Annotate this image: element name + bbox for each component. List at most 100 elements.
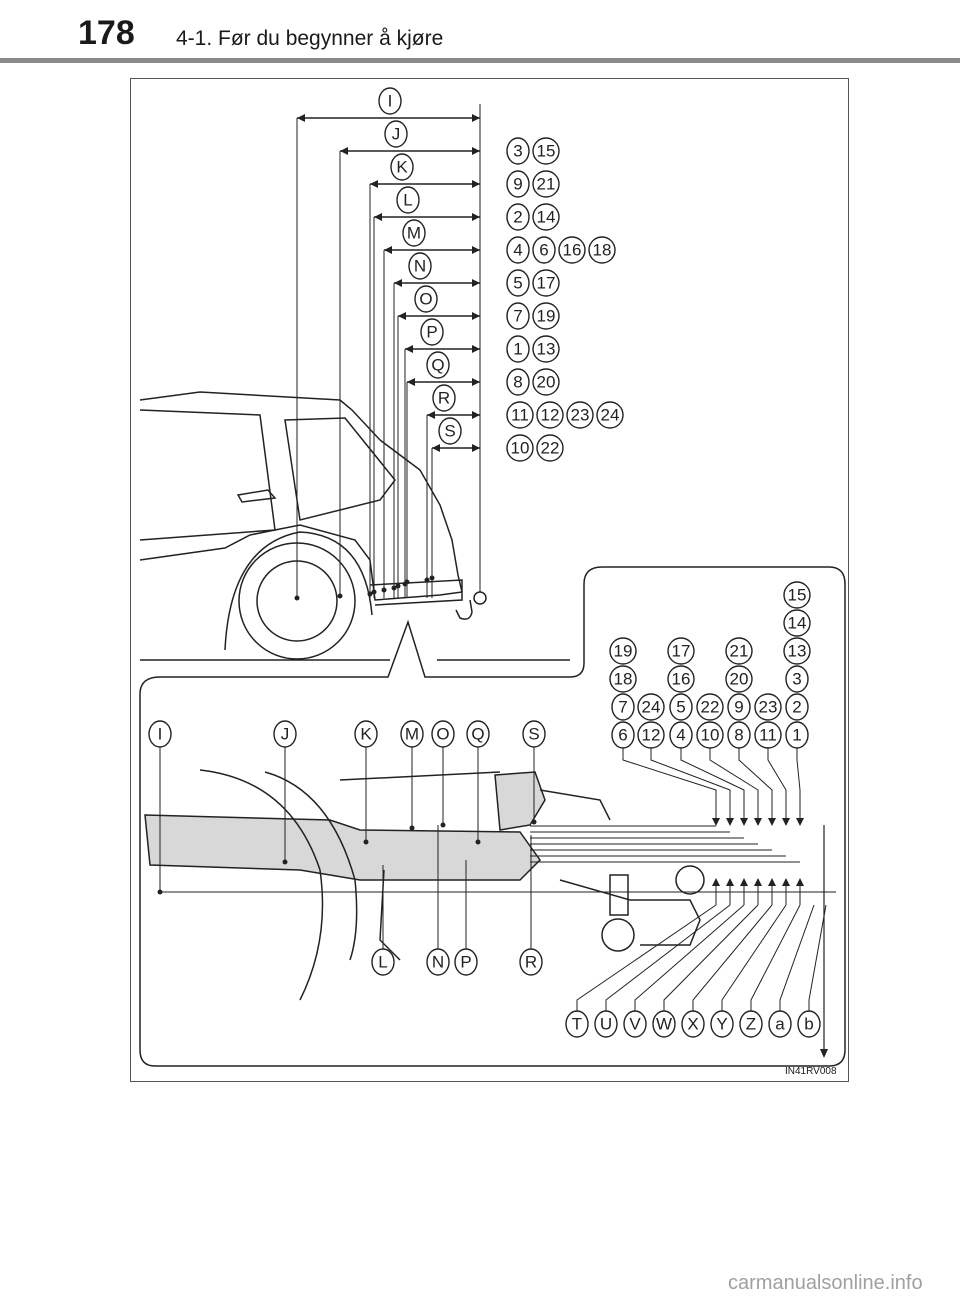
tow-hook [455,599,473,620]
number-label-1-text: 1 [792,726,801,745]
number-label-12: 12 [637,721,665,749]
column-arrow-5 [782,818,790,826]
upper-number-20-text: 20 [537,373,556,392]
detail-bubble [139,566,846,1067]
number-label-20-text: 20 [730,670,749,689]
bottom-label-U: U [594,1010,618,1038]
bottom-leader-T [576,904,717,1011]
number-label-5-text: 5 [676,698,685,717]
upper-number-7-text: 7 [513,307,522,326]
body-panel [339,771,611,821]
upper-number-22: 22 [536,434,564,462]
page-number: 178 [78,14,135,52]
number-label-23: 23 [754,693,782,721]
upper-number-13: 13 [532,335,560,363]
upper-number-16: 16 [558,236,586,264]
trailer-socket [601,918,635,952]
ground-arrow-1 [726,878,734,886]
upper-number-10: 10 [506,434,534,462]
detail-top-label-Q-text: Q [471,725,484,744]
upper-label-L-text: L [403,191,412,210]
reference-dot-J [337,593,343,599]
upper-label-M-text: M [407,224,421,243]
upper-number-4-text: 4 [513,241,522,260]
upper-number-22-text: 22 [541,439,560,458]
detail-dot-M [409,825,415,831]
bottom-leader-a [779,904,815,1011]
upper-number-21: 21 [532,170,560,198]
bottom-leader-X [692,904,773,1011]
reference-dot-K [367,591,373,597]
reference-dot-S [429,575,435,581]
dimension-arrows-P [405,345,480,353]
number-label-17: 17 [667,637,695,665]
number-label-10: 10 [696,721,724,749]
upper-number-20: 20 [532,368,560,396]
number-label-19: 19 [609,637,637,665]
bottom-label-X-text: X [687,1015,698,1034]
number-label-6-text: 6 [618,726,627,745]
number-label-2-text: 2 [792,698,801,717]
number-label-3-text: 3 [792,670,801,689]
upper-number-8-text: 8 [513,373,522,392]
bottom-label-X: X [681,1010,705,1038]
upper-number-3-text: 3 [513,142,522,161]
ground-arrow-6 [796,878,804,886]
ground-arrow-2 [740,878,748,886]
upper-number-23: 23 [566,401,594,429]
ground-arrow-0 [712,878,720,886]
bottom-label-T: T [565,1010,589,1038]
upper-label-N-text: N [414,257,426,276]
number-label-11: 11 [754,721,782,749]
upper-number-6: 6 [532,236,556,264]
upper-number-18: 18 [588,236,616,264]
upper-label-R-text: R [438,389,450,408]
bottom-leader-b [808,904,827,1011]
column-arrow-3 [754,818,762,826]
upper-number-14-text: 14 [537,208,556,227]
upper-label-P-text: P [426,323,437,342]
detail-bottom-label-R: R [519,948,543,976]
number-label-11-text: 11 [759,726,777,745]
dimension-arrows-Q [407,378,480,386]
upper-number-5: 5 [506,269,530,297]
detail-bottom-label-L: L [371,948,395,976]
column-arrow-2 [740,818,748,826]
bottom-label-W-text: W [656,1015,672,1034]
column-leader-0 [622,748,717,822]
number-label-5: 5 [669,693,693,721]
detail-top-label-K: K [354,720,378,748]
car-roof-line [139,391,463,593]
bottom-leader-U [605,904,731,1011]
bottom-label-Z: Z [739,1010,763,1038]
upper-number-11-text: 11 [511,406,529,425]
watermark: carmanualsonline.info [728,1272,923,1294]
upper-number-14: 14 [532,203,560,231]
upper-label-J: J [384,120,408,148]
detail-bottom-label-R-text: R [525,953,537,972]
number-label-22: 22 [696,693,724,721]
ground-arrow-3 [754,878,762,886]
detail-top-label-J: J [273,720,297,748]
bottom-label-V: V [623,1010,647,1038]
number-label-8: 8 [727,721,751,749]
crossmember [494,771,546,831]
detail-top-label-M: M [400,720,424,748]
detail-top-label-S-text: S [528,725,539,744]
bottom-leader-V [634,904,745,1011]
upper-number-19: 19 [532,302,560,330]
column-arrow-4 [768,818,776,826]
upper-number-2-text: 2 [513,208,522,227]
detail-top-label-J-text: J [281,725,290,744]
column-leader-1 [650,748,731,822]
detail-top-label-I: I [148,720,172,748]
upper-number-15-text: 15 [537,142,556,161]
detail-top-label-M-text: M [405,725,419,744]
upper-label-O-text: O [419,290,432,309]
bottom-label-Y: Y [710,1010,734,1038]
column-arrow-0 [712,818,720,826]
overall-height-arrow [820,1049,828,1058]
section-title: 4-1. Før du begynner å kjøre [176,27,444,50]
figure-frame [130,78,849,1082]
number-label-6: 6 [611,721,635,749]
